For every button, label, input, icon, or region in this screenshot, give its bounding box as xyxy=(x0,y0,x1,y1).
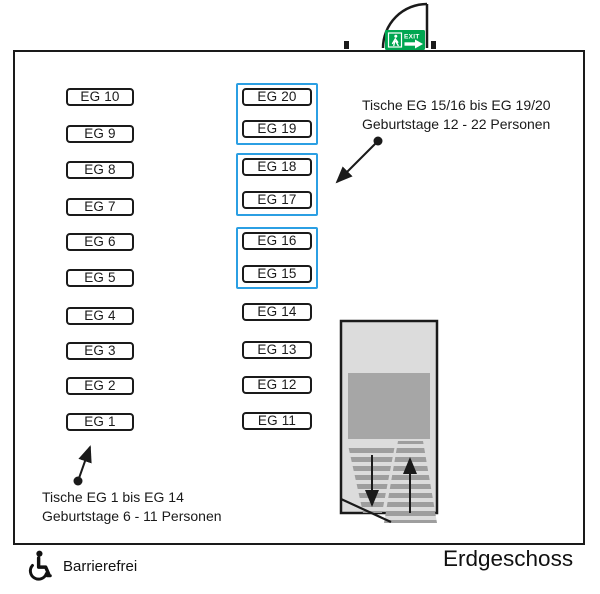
exit-sign-label: EXIT xyxy=(404,34,420,41)
table-eg-3: EG 3 xyxy=(66,342,134,360)
table-eg-5: EG 5 xyxy=(66,269,134,287)
table-eg-7: EG 7 xyxy=(66,198,134,216)
table-eg-10: EG 10 xyxy=(66,88,134,106)
table-eg-17: EG 17 xyxy=(242,191,312,209)
exit-arrow-icon xyxy=(404,39,423,49)
table-eg-12: EG 12 xyxy=(242,376,312,394)
wheelchair-icon xyxy=(28,550,52,581)
annotation-small-line1: Tische EG 1 bis EG 14 xyxy=(42,489,184,505)
door-post-left xyxy=(344,41,349,49)
table-eg-16: EG 16 xyxy=(242,232,312,250)
table-eg-18: EG 18 xyxy=(242,158,312,176)
table-eg-2: EG 2 xyxy=(66,377,134,395)
accessibility-note: Barrierefrei xyxy=(26,550,137,582)
annotation-small-line2: Geburtstage 6 - 11 Personen xyxy=(42,508,222,524)
accessibility-label: Barrierefrei xyxy=(63,557,138,575)
exit-sign: EXIT xyxy=(385,30,425,50)
annotation-large-line1: Tische EG 15/16 bis EG 19/20 xyxy=(362,97,551,113)
annotation-small-tables: Tische EG 1 bis EG 14 Geburtstage 6 - 11… xyxy=(42,488,262,526)
stair-door-line xyxy=(340,498,392,523)
stair-upper-platform xyxy=(348,373,430,439)
door-swing-arc xyxy=(381,2,428,49)
running-person-icon xyxy=(387,32,403,48)
table-eg-4: EG 4 xyxy=(66,307,134,325)
door-post-right xyxy=(431,41,436,49)
table-eg-19: EG 19 xyxy=(242,120,312,138)
staircase xyxy=(339,319,439,523)
table-eg-15: EG 15 xyxy=(242,265,312,283)
floor-title: Erdgeschoss xyxy=(443,546,574,571)
table-eg-20: EG 20 xyxy=(242,88,312,106)
table-eg-11: EG 11 xyxy=(242,412,312,430)
annotation-large-tables: Tische EG 15/16 bis EG 19/20 Geburtstage… xyxy=(362,96,582,134)
table-eg-8: EG 8 xyxy=(66,161,134,179)
table-eg-6: EG 6 xyxy=(66,233,134,251)
table-eg-13: EG 13 xyxy=(242,341,312,359)
annotation-large-line2: Geburtstage 12 - 22 Personen xyxy=(362,116,551,132)
exit-door: EXIT xyxy=(344,2,436,50)
table-eg-9: EG 9 xyxy=(66,125,134,143)
table-eg-14: EG 14 xyxy=(242,303,312,321)
table-eg-1: EG 1 xyxy=(66,413,134,431)
